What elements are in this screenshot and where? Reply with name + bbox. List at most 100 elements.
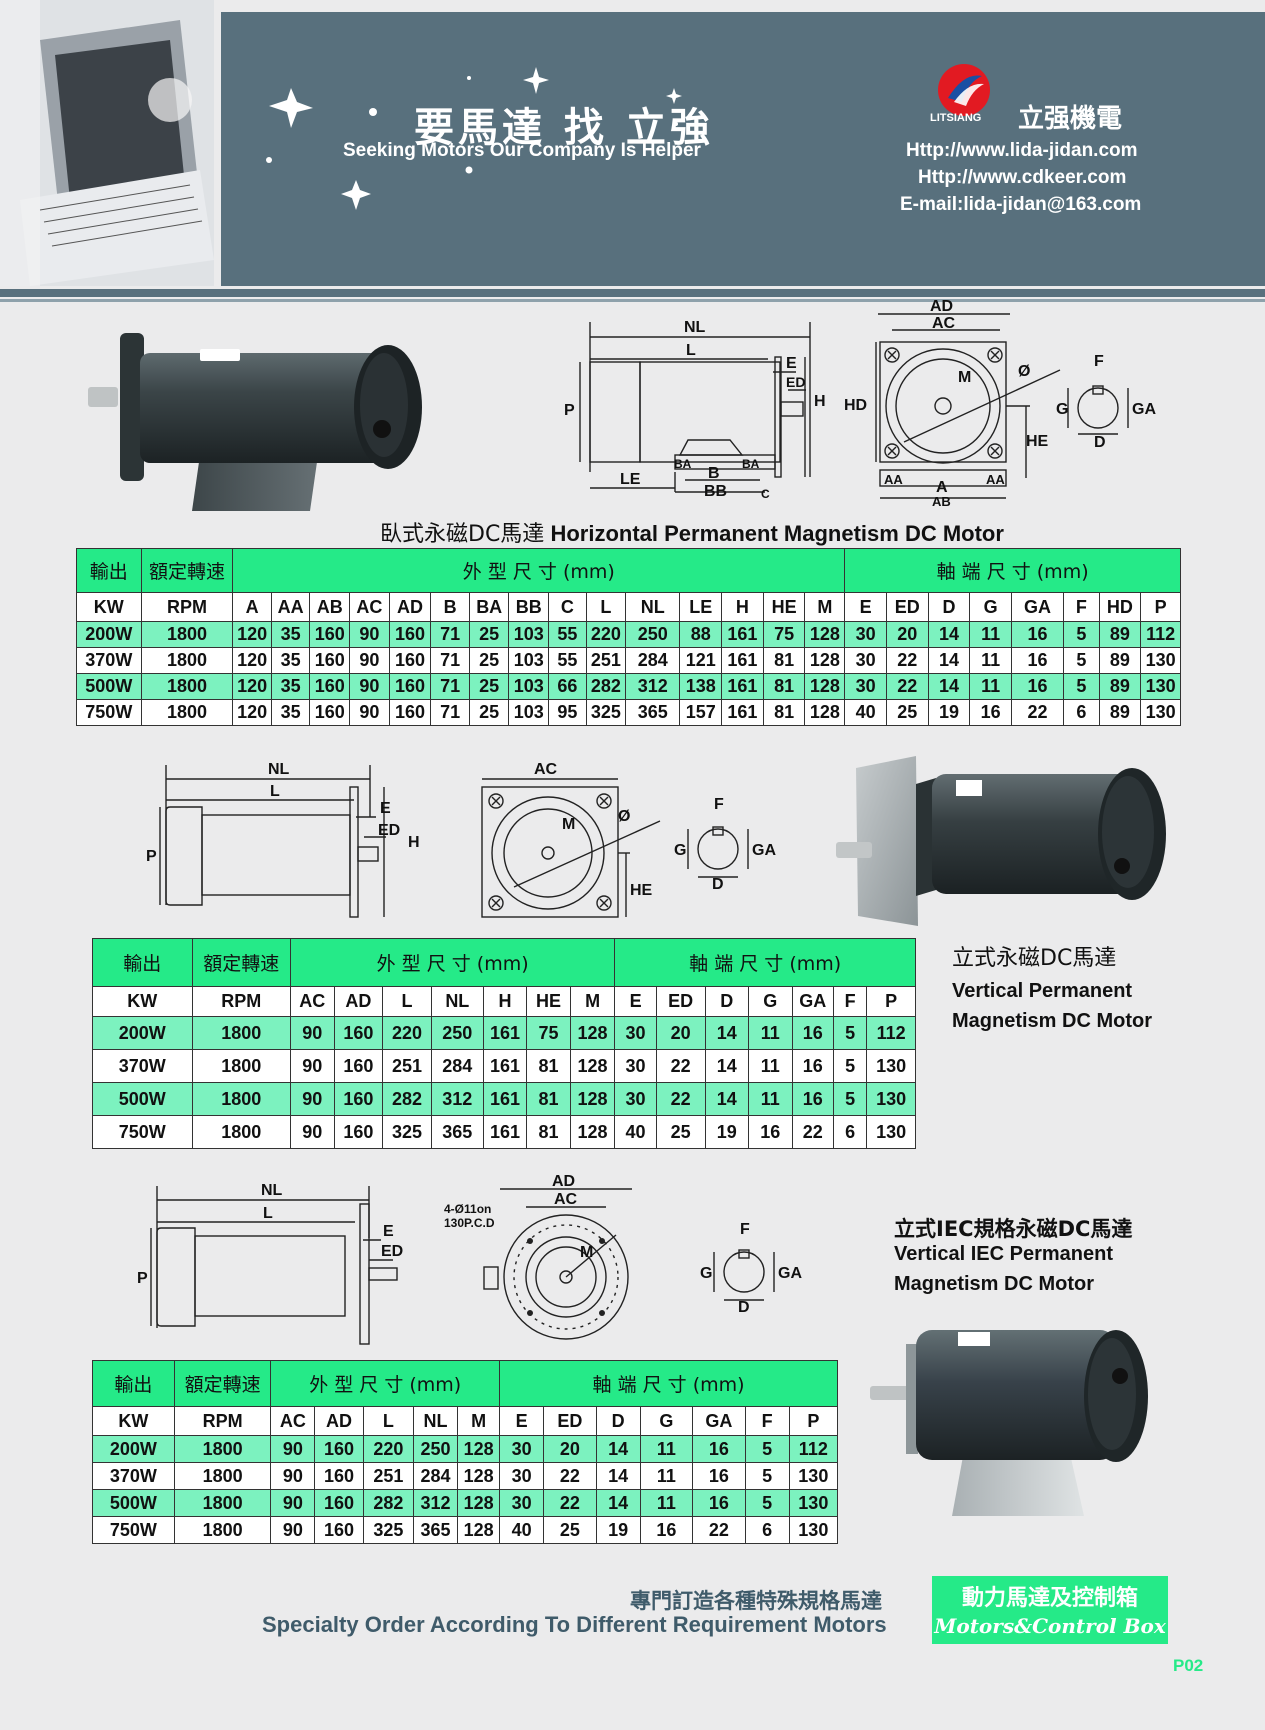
section-title-vertical-en-2: Magnetism DC Motor (952, 1010, 1152, 1032)
contact-website-2[interactable]: Http://www.cdkeer.com (918, 167, 1127, 188)
table-cell: 251 (362, 1462, 415, 1490)
table-group-header: 輸出 額定轉速 外 型 尺 寸 (mm) 軸 端 尺 寸 (mm) (92, 1360, 838, 1407)
dim-label-M: M (562, 816, 575, 833)
slogan-en: Seeking Motors Our Company Is Helper (343, 140, 701, 161)
table-cell: 81 (762, 673, 806, 700)
table-cell: 90 (289, 1049, 335, 1083)
dim-label-BA: BA (674, 457, 692, 471)
table-cell: 130 (866, 1082, 916, 1116)
table-cell: 14 (704, 1049, 750, 1083)
dim-label-ED: ED (786, 374, 805, 390)
table-cell: 160 (309, 699, 351, 726)
table-cell: 128 (804, 621, 846, 648)
table-cell: 55 (548, 621, 587, 648)
table-cell: 160 (314, 1435, 364, 1463)
table-cell: 284 (625, 647, 681, 674)
table-cell: 284 (413, 1462, 459, 1490)
horizontal-motor-photo (88, 333, 422, 511)
table-cell: 160 (388, 699, 432, 726)
dim-label-G: G (1056, 401, 1068, 418)
column-header: P (1140, 592, 1181, 622)
dim-label-ED: ED (378, 822, 400, 839)
column-header: G (639, 1406, 694, 1436)
table-cell: 11 (748, 1049, 793, 1083)
table-cell: 128 (457, 1462, 501, 1490)
table-cell: 5 (833, 1016, 868, 1050)
table-cell: 14 (927, 647, 971, 674)
header-shaft-dimensions: 軸 端 尺 寸 (mm) (614, 938, 916, 987)
shaft-drawing-vertical: F G GA D (674, 796, 776, 893)
table-cell: 1800 (191, 1082, 291, 1116)
column-header: BA (468, 592, 510, 622)
table-cell: 325 (382, 1115, 432, 1149)
table-cell: 1800 (140, 673, 234, 700)
header-rated-speed: 額定轉速 (191, 938, 291, 987)
dim-label-D: D (712, 876, 724, 893)
dim-label-L: L (686, 342, 696, 359)
column-header: P (788, 1406, 839, 1436)
side-view-drawing-iec: NL L E ED P (137, 1182, 403, 1345)
column-header: BB (508, 592, 550, 622)
table-cell: 22 (885, 647, 929, 674)
table-cell: 14 (927, 621, 971, 648)
table-cell: 5 (1063, 673, 1100, 700)
dim-label-L: L (270, 783, 280, 800)
table-cell: 161 (482, 1016, 528, 1050)
table-cell: 160 (333, 1049, 384, 1083)
table-cell: 160 (309, 621, 351, 648)
dim-label-bolt-holes: 4-Ø11on (444, 1202, 491, 1216)
table-group-header: 輸出 額定轉速 外 型 尺 寸 (mm) 軸 端 尺 寸 (mm) (76, 548, 1181, 593)
dim-label-BB: BB (704, 483, 727, 500)
table-cell: 30 (614, 1049, 657, 1083)
table-cell: 5 (833, 1082, 868, 1116)
table-cell: 6 (744, 1516, 790, 1544)
column-header: B (430, 592, 470, 622)
table-cell: 161 (721, 621, 764, 648)
dim-label-B: B (708, 465, 720, 482)
table-cell: 22 (655, 1082, 706, 1116)
table-cell: 103 (508, 673, 550, 700)
footer-box-en: Motors&Control Box (934, 1614, 1166, 1638)
section-title-vertical-en-1: Vertical Permanent (952, 980, 1133, 1002)
table-cell: 220 (382, 1016, 432, 1050)
section-title-en: Horizontal Permanent Magnetism DC Motor (550, 521, 1004, 546)
dim-label-pcd: 130P.C.D (444, 1216, 495, 1230)
table-cell: 25 (468, 699, 510, 726)
table-cell: 160 (309, 647, 351, 674)
dim-label-NL: NL (261, 1182, 283, 1199)
dim-label-H: H (408, 834, 420, 851)
brand-name-en: LITSIANG (930, 112, 982, 124)
table-cell: 90 (270, 1462, 316, 1490)
column-header: RPM (191, 986, 291, 1017)
slogan-cn: 要馬達 找 立強 (414, 105, 714, 151)
dim-label-G: G (700, 1265, 712, 1282)
table-cell: 25 (468, 673, 510, 700)
table-cell: 160 (314, 1516, 364, 1544)
table-cell: 370W (92, 1049, 193, 1083)
column-header: M (457, 1406, 501, 1436)
header-dimensions: 外 型 尺 寸 (mm) (232, 548, 846, 593)
dim-label-NL: NL (684, 319, 706, 336)
contact-email[interactable]: E-mail:lida-jidan@163.com (900, 194, 1142, 215)
table-cell: 30 (614, 1016, 657, 1050)
table-cell: 128 (569, 1082, 616, 1116)
table-cell: 16 (791, 1016, 835, 1050)
column-header: M (804, 592, 846, 622)
table-cell: 5 (744, 1462, 790, 1490)
column-header: L (382, 986, 432, 1017)
dim-label-AC: AC (554, 1191, 578, 1208)
column-header: M (569, 986, 616, 1017)
column-header: H (721, 592, 764, 622)
table-cell: 90 (289, 1115, 335, 1149)
table-cell: 130 (788, 1516, 839, 1544)
front-view-drawing-vertical: AC M Ø HE (481, 761, 661, 918)
contact-website-1[interactable]: Http://www.lida-jidan.com (906, 140, 1138, 161)
dim-label-A: A (936, 479, 948, 496)
section-title-cn: 臥式永磁DC馬達 (380, 522, 545, 547)
table-cell: 90 (349, 699, 390, 726)
table-cell: 5 (1063, 647, 1100, 674)
